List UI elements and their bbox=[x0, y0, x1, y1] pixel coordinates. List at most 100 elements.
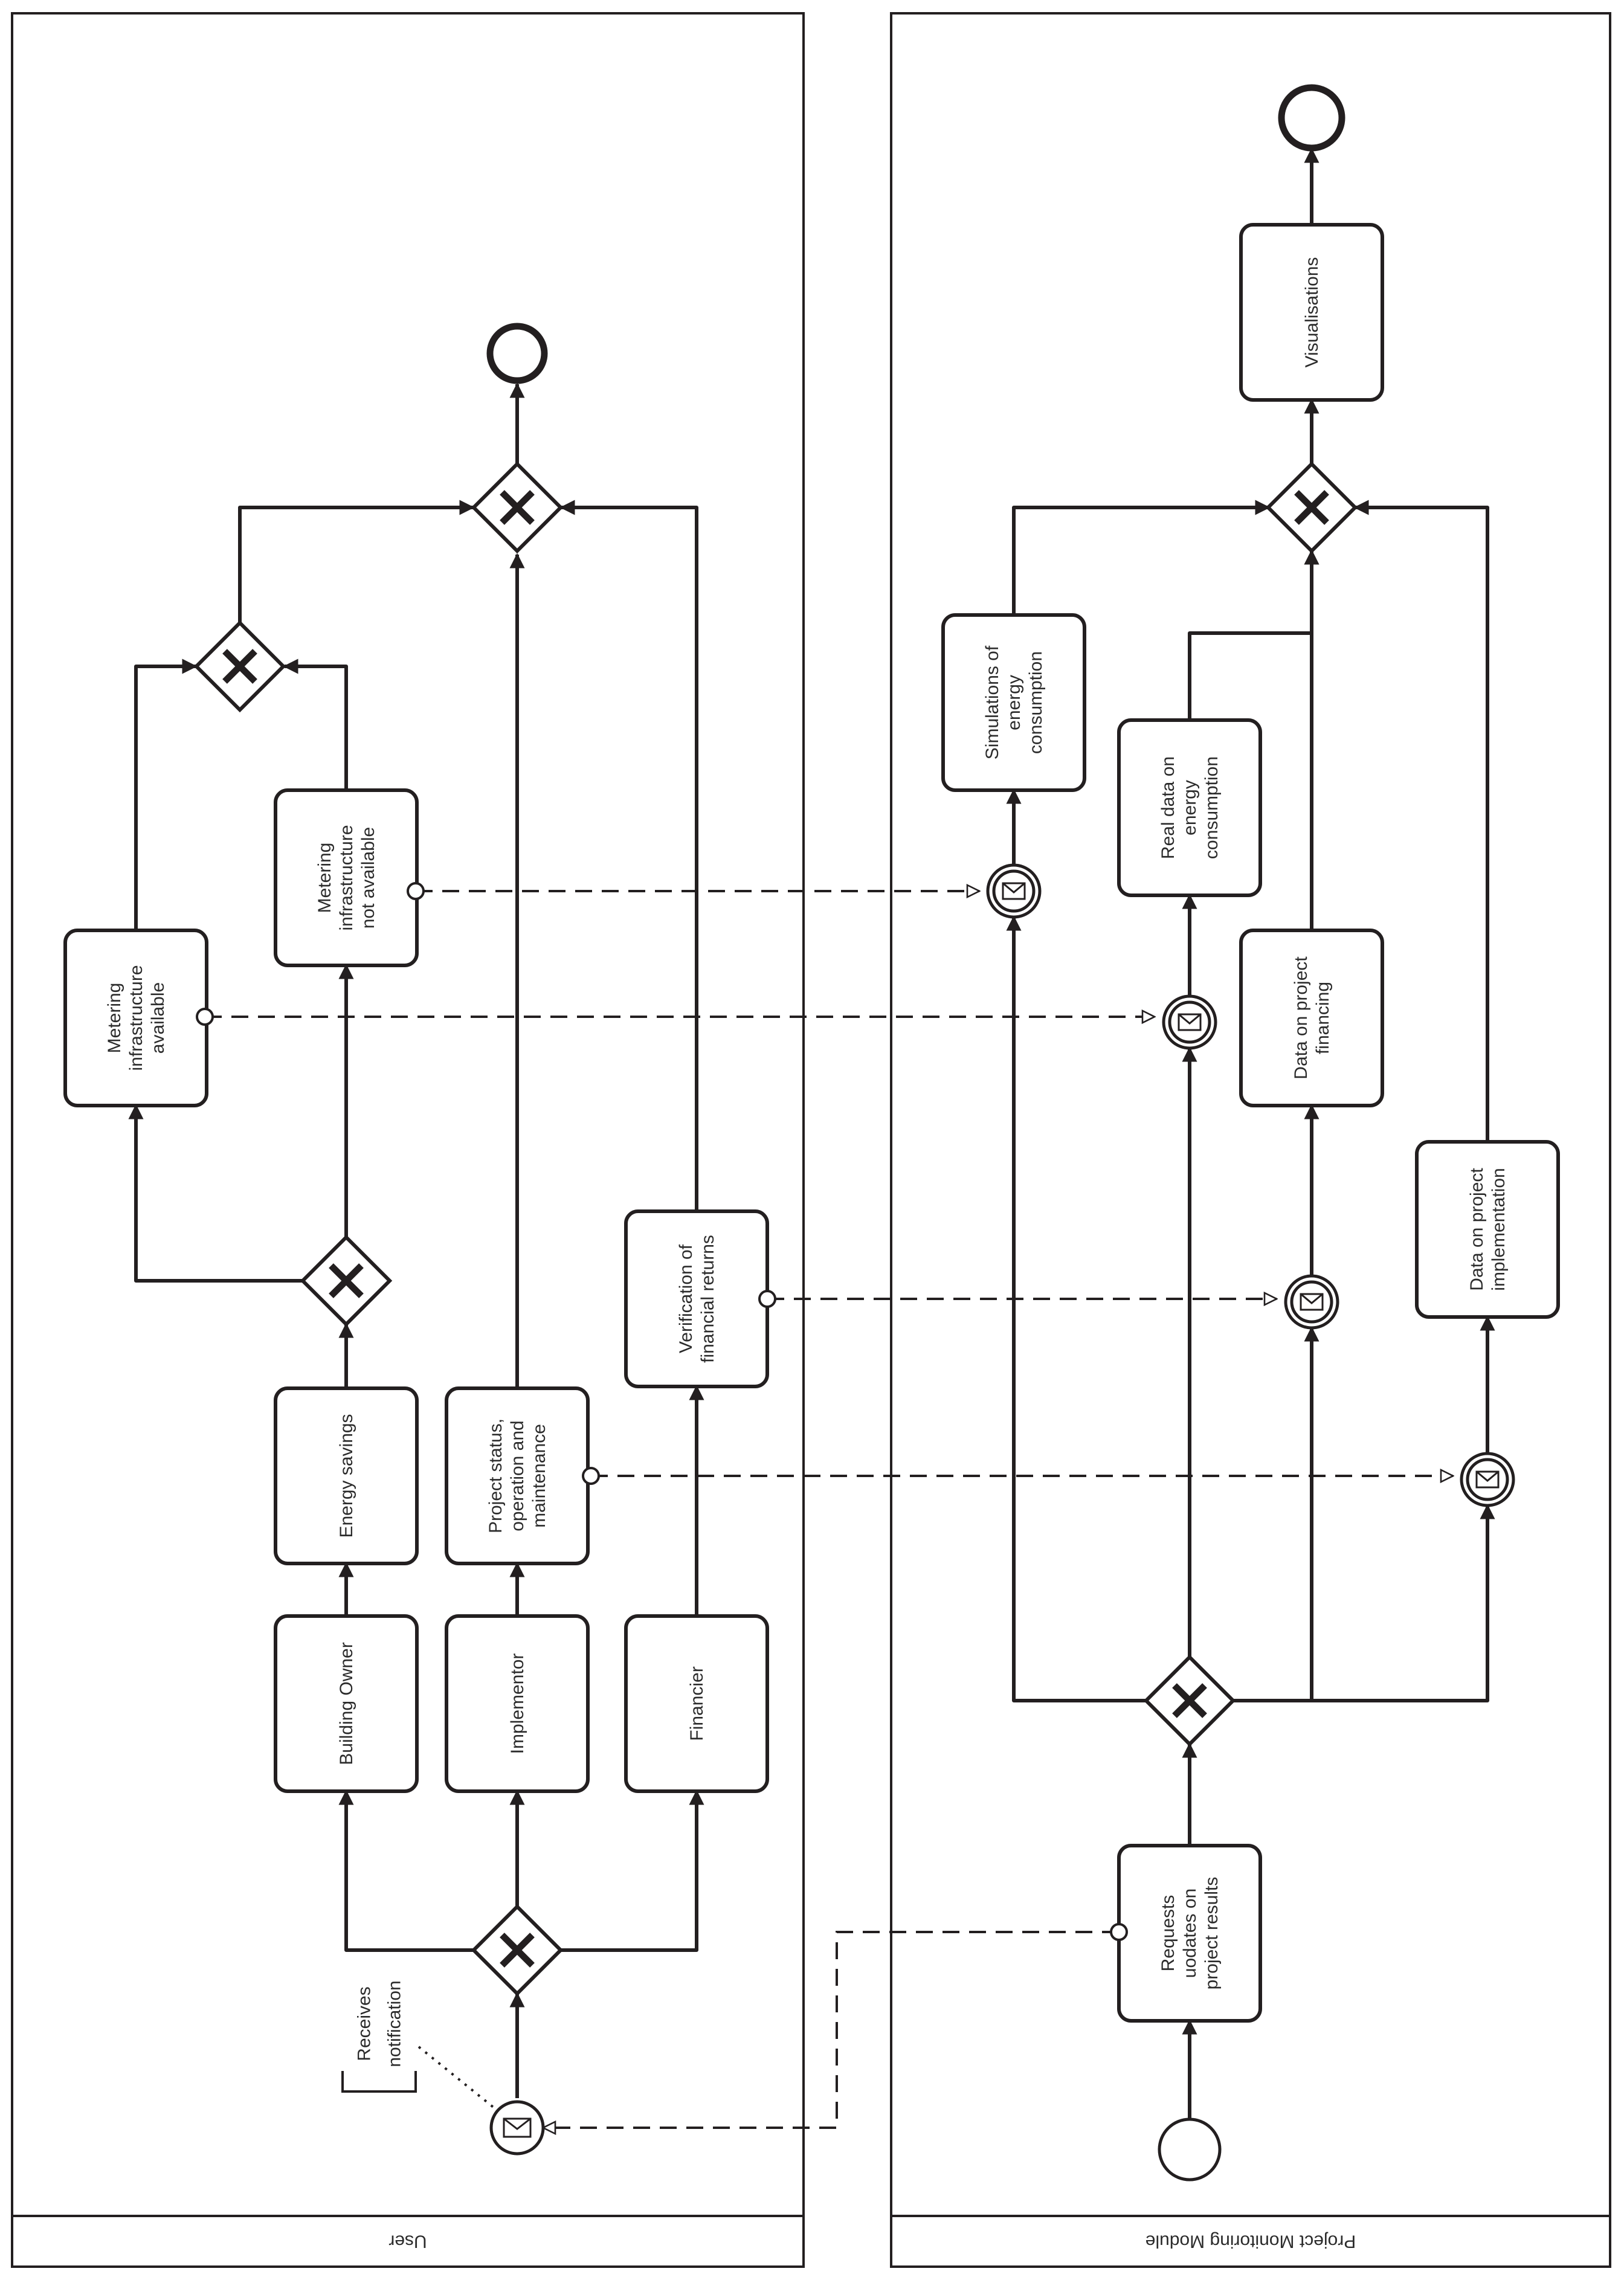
envelope-icon bbox=[1475, 1470, 1500, 1489]
message-catch-event-implementation[interactable] bbox=[1460, 1452, 1515, 1507]
task-building-owner[interactable]: Building Owner bbox=[274, 1614, 419, 1793]
task-energy-savings-label: Energy savings bbox=[337, 1414, 356, 1538]
task-label-line: consumption bbox=[1202, 756, 1222, 859]
pool-user-label: User bbox=[388, 2232, 427, 2252]
message-source-verification bbox=[758, 1290, 776, 1308]
task-visualisations[interactable]: Visualisations bbox=[1239, 223, 1384, 402]
task-label-line: maintenance bbox=[529, 1424, 549, 1528]
flow-gateway-to-msg-implementation bbox=[1232, 1504, 1495, 1702]
task-label-line: Financier bbox=[687, 1666, 707, 1740]
flow-gateway-to-building-owner bbox=[338, 1789, 474, 1952]
x-icon bbox=[222, 649, 257, 684]
task-visualisations-label: Visualisations bbox=[1302, 257, 1322, 368]
module-start-event[interactable] bbox=[1158, 2117, 1222, 2182]
task-label-line: consumption bbox=[1026, 651, 1046, 754]
task-label-line: Real data on bbox=[1158, 756, 1178, 859]
task-building-owner-label: Building Owner bbox=[337, 1642, 356, 1765]
task-label-line: implementation bbox=[1489, 1168, 1509, 1290]
flow-real-data-to-gateway bbox=[1188, 549, 1320, 720]
task-label-line: operation and bbox=[507, 1420, 527, 1531]
task-financier[interactable]: Financier bbox=[624, 1614, 769, 1793]
task-financier-label: Financier bbox=[687, 1666, 707, 1740]
user-end-event[interactable] bbox=[486, 323, 548, 384]
task-label-line: not available bbox=[358, 827, 378, 929]
message-source-requests bbox=[1110, 1923, 1128, 1941]
tasks: Building Owner Implementor Financier Ene… bbox=[63, 223, 1560, 2023]
task-label-line: Simulations of bbox=[982, 645, 1002, 759]
flow-gateway-to-msg-financing bbox=[1232, 1326, 1320, 1702]
envelope-icon bbox=[503, 2117, 532, 2138]
flow-simulations-to-gateway bbox=[1012, 500, 1271, 615]
envelope-icon bbox=[1002, 882, 1026, 900]
task-label-line: Verification of bbox=[676, 1244, 696, 1353]
x-icon bbox=[1294, 490, 1329, 525]
pool-project-monitoring-module: Project Monitoring Module bbox=[890, 12, 1611, 2268]
task-energy-savings[interactable]: Energy savings bbox=[274, 1386, 419, 1565]
pool-user: User bbox=[11, 12, 805, 2268]
x-icon bbox=[1172, 1683, 1207, 1718]
message-source-metering-available bbox=[196, 1008, 214, 1026]
task-label-line: Building Owner bbox=[337, 1642, 356, 1765]
text-annotation: Receives notification bbox=[341, 1980, 417, 2093]
pool-module-label: Project Monitoring Module bbox=[1146, 2232, 1356, 2252]
annotation-line-2: notification bbox=[385, 1980, 405, 2067]
events bbox=[486, 84, 1515, 2182]
exclusive-gateway-split-roles[interactable] bbox=[471, 1904, 564, 1997]
message-catch-event-simulations[interactable] bbox=[986, 863, 1042, 919]
task-implementor[interactable]: Implementor bbox=[445, 1614, 590, 1793]
task-label-line: energy bbox=[1180, 780, 1200, 836]
x-icon bbox=[500, 490, 535, 525]
flow-gateway-to-financier bbox=[560, 1789, 704, 1952]
message-source-project-status bbox=[582, 1467, 600, 1485]
task-label-line: available bbox=[148, 982, 168, 1054]
task-label-line: energy bbox=[1004, 675, 1024, 730]
task-label-line: Energy savings bbox=[337, 1414, 356, 1538]
task-label-line: Implementor bbox=[507, 1653, 527, 1754]
task-implementor-label: Implementor bbox=[507, 1653, 527, 1754]
module-end-event[interactable] bbox=[1278, 84, 1345, 152]
message-flow-sources bbox=[196, 882, 1128, 1941]
exclusive-gateway-module-split[interactable] bbox=[1143, 1654, 1236, 1747]
flow-merge-to-final-gateway bbox=[238, 500, 475, 623]
task-label-line: uodates on bbox=[1180, 1889, 1200, 1978]
annotation-association bbox=[417, 2046, 496, 2110]
flow-gateway-to-metering-available bbox=[128, 1104, 303, 1283]
exclusive-gateway-user-end[interactable] bbox=[471, 461, 564, 554]
exclusive-gateway-module-merge[interactable] bbox=[1265, 461, 1358, 554]
sequence-flows bbox=[128, 147, 1495, 2119]
task-label-line: Requests bbox=[1158, 1895, 1178, 1972]
task-label-line: Data on project bbox=[1291, 956, 1311, 1080]
task-label-line: infrastructure bbox=[337, 825, 356, 930]
gateways bbox=[193, 461, 1358, 1997]
task-label-line: Data on project bbox=[1467, 1168, 1487, 1291]
message-start-event[interactable] bbox=[489, 2100, 545, 2156]
exclusive-gateway-merge-metering[interactable] bbox=[193, 620, 286, 713]
envelope-icon bbox=[1178, 1013, 1202, 1031]
x-icon bbox=[500, 1933, 535, 1968]
task-label-line: infrastructure bbox=[126, 965, 146, 1071]
exclusive-gateway-metering[interactable] bbox=[300, 1234, 393, 1327]
task-label-line: financing bbox=[1313, 982, 1333, 1054]
message-catch-event-real-data[interactable] bbox=[1162, 994, 1217, 1050]
task-label-line: financial returns bbox=[698, 1235, 718, 1363]
envelope-icon bbox=[1300, 1293, 1324, 1311]
message-catch-event-financing[interactable] bbox=[1284, 1274, 1339, 1330]
flow-verification-to-final-gateway bbox=[559, 500, 698, 1211]
